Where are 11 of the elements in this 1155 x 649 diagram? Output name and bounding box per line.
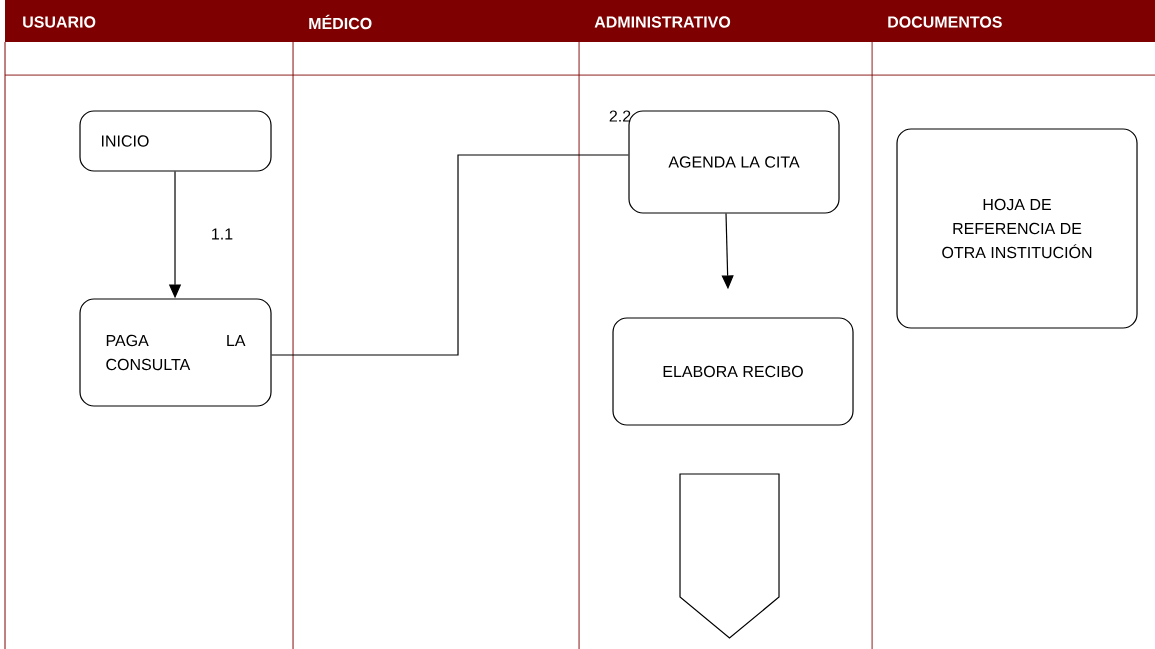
process-box: PAGA LA CONSULTA [79, 298, 272, 407]
process-box: INICIO [79, 110, 272, 172]
document-box: HOJA DE REFERENCIA DE OTRA INSTITUCIÓN [896, 128, 1138, 329]
column-header: ADMINISTRATIVO [594, 16, 731, 28]
column-header: MÉDICO [309, 14, 372, 30]
off-page-connector [679, 473, 780, 639]
column-header: DOCUMENTOS [888, 16, 1002, 28]
column-header: USUARIO [23, 16, 96, 28]
step-number: 2.2 [609, 110, 631, 122]
step-number: 1.1 [212, 228, 233, 240]
process-box: ELABORA RECIBO [612, 317, 854, 426]
